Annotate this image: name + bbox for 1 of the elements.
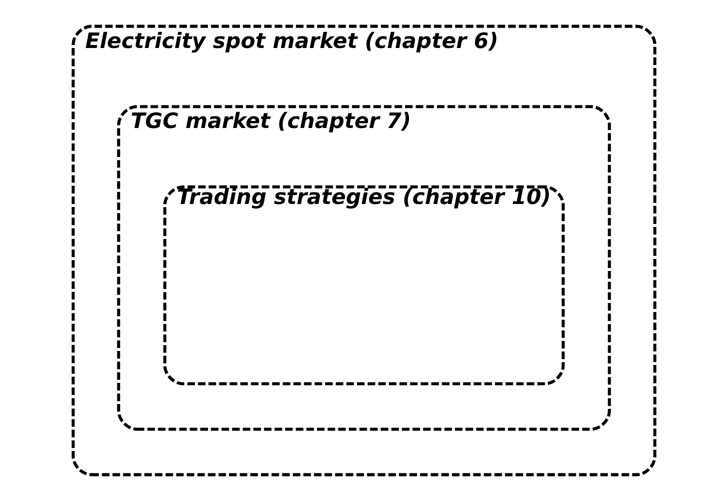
node-box: Trading strategies (chapter 10) (162, 185, 564, 386)
